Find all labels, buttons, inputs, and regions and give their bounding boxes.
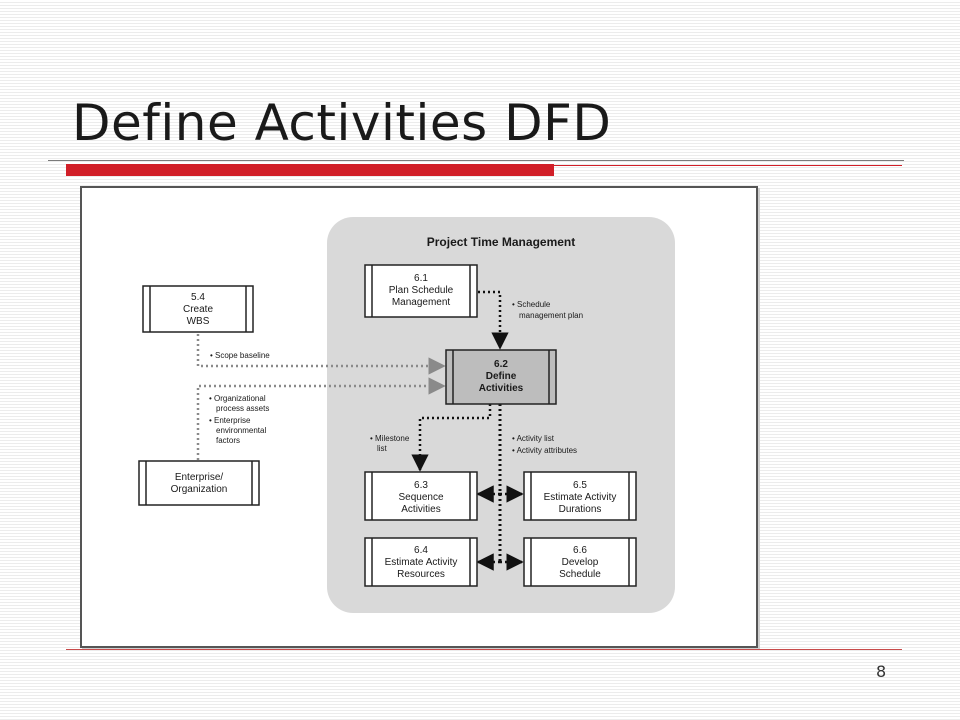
label-activity-outputs-line1: • Activity list	[512, 434, 555, 443]
slide-title: Define Activities DFD	[72, 94, 612, 152]
process-6-5: 6.5 Estimate Activity Durations	[523, 471, 637, 521]
process-6-4: 6.4 Estimate Activity Resources	[364, 537, 478, 587]
process-6-6: 6.6 Develop Schedule	[523, 537, 637, 587]
process-5-4-label-line2: WBS	[187, 316, 210, 327]
process-6-3-id: 6.3	[414, 480, 428, 491]
process-6-3-label-line2: Activities	[401, 504, 440, 515]
label-scope-baseline: • Scope baseline	[210, 351, 270, 360]
process-6-1-label-line1: Plan Schedule	[389, 285, 454, 296]
process-6-2: 6.2 Define Activities	[445, 349, 557, 405]
process-6-2-label-line1: Define	[486, 371, 517, 382]
process-6-3-label-line1: Sequence	[398, 492, 443, 503]
label-org-inputs-line4: environmental	[216, 426, 266, 435]
process-6-1: 6.1 Plan Schedule Management	[364, 264, 478, 318]
process-5-4-label-line1: Create	[183, 304, 213, 315]
process-5-4-id: 5.4	[191, 292, 205, 303]
process-6-4-label-line2: Resources	[397, 569, 445, 580]
process-6-4-label-line1: Estimate Activity	[385, 557, 458, 568]
process-6-2-id: 6.2	[494, 359, 508, 370]
flow-milestone-list	[411, 404, 492, 472]
label-org-inputs: • Organizational process assets • Enterp…	[209, 394, 269, 445]
label-schedule-plan-line1: • Schedule	[512, 300, 551, 309]
label-activity-outputs-line2: • Activity attributes	[512, 446, 577, 455]
process-6-5-label-line1: Estimate Activity	[544, 492, 617, 503]
enterprise-organization-box: Enterprise/ Organization	[138, 460, 260, 506]
process-6-5-id: 6.5	[573, 480, 587, 491]
flow-schedule-plan	[478, 290, 509, 350]
process-6-3: 6.3 Sequence Activities	[364, 471, 478, 521]
process-6-2-label-line2: Activities	[479, 383, 524, 394]
process-6-6-label-line2: Schedule	[559, 569, 601, 580]
title-underline	[48, 160, 904, 161]
label-org-inputs-line3: • Enterprise	[209, 416, 251, 425]
process-6-1-label-line2: Management	[392, 297, 451, 308]
process-6-1-id: 6.1	[414, 273, 428, 284]
process-6-5-label-line2: Durations	[559, 504, 602, 515]
enterprise-label-line2: Organization	[171, 484, 228, 495]
label-org-inputs-line5: factors	[216, 436, 240, 445]
process-6-6-label-line1: Develop	[562, 557, 599, 568]
title-accent-line	[554, 165, 902, 166]
label-schedule-plan: • Schedule management plan	[512, 300, 583, 320]
process-5-4: 5.4 Create WBS	[142, 285, 254, 333]
region-title: Project Time Management	[427, 235, 576, 249]
title-accent-bar	[66, 164, 554, 176]
process-6-6-id: 6.6	[573, 545, 587, 556]
label-milestone-line1: • Milestone	[370, 434, 410, 443]
label-milestone-line2: list	[377, 444, 388, 453]
page-number: 8	[876, 662, 887, 681]
label-org-inputs-line2: process assets	[216, 404, 269, 413]
enterprise-label-line1: Enterprise/	[175, 472, 224, 483]
label-org-inputs-line1: • Organizational	[209, 394, 266, 403]
label-milestone: • Milestone list	[370, 434, 410, 453]
flow-scope-baseline	[196, 334, 446, 375]
label-activity-outputs: • Activity list • Activity attributes	[512, 434, 577, 455]
label-schedule-plan-line2: management plan	[519, 311, 583, 320]
process-6-4-id: 6.4	[414, 545, 428, 556]
footer-rule	[66, 649, 902, 650]
